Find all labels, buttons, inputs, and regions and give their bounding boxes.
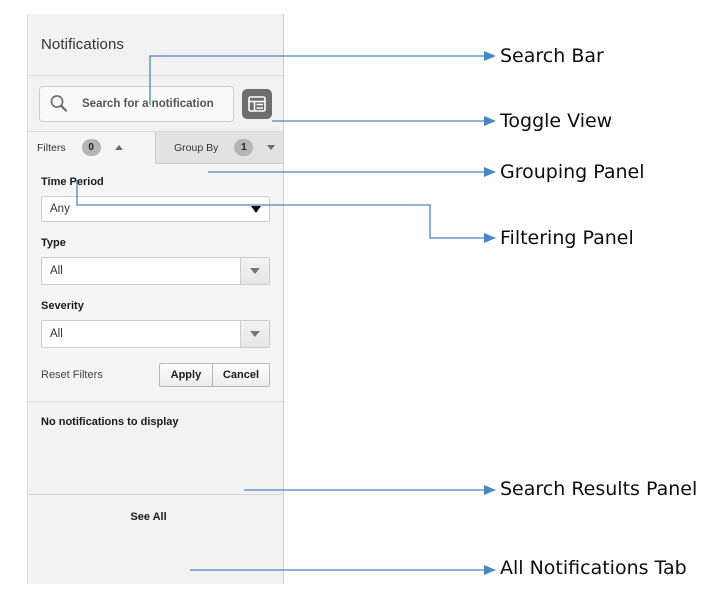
chevron-down-icon (250, 331, 260, 337)
page-title: Notifications (41, 36, 125, 53)
apply-button[interactable]: Apply (158, 363, 212, 387)
chevron-up-icon (114, 145, 123, 150)
search-icon (48, 93, 70, 115)
chevron-down-icon (250, 268, 260, 274)
reset-filters-link[interactable]: Reset Filters (41, 369, 103, 381)
search-bar: Search for a notification (28, 76, 283, 132)
severity-select[interactable]: All (41, 320, 270, 348)
search-results-panel: No notifications to display (28, 401, 283, 494)
time-period-value: Any (50, 203, 70, 215)
severity-select-arrow-button[interactable] (240, 321, 269, 347)
all-notifications-tab[interactable]: See All (28, 494, 283, 538)
annotation-search-bar: Search Bar (500, 45, 604, 67)
tab-filters-badge: 0 (81, 139, 101, 156)
type-select[interactable]: All (41, 257, 270, 285)
tab-filters-label: Filters (37, 141, 66, 154)
severity-value: All (50, 328, 63, 340)
chevron-down-icon (267, 145, 276, 150)
time-period-select[interactable]: Any (41, 196, 270, 222)
list-view-toggle-icon[interactable] (242, 88, 272, 119)
chevron-down-icon (251, 205, 261, 213)
annotation-grouping-panel: Grouping Panel (500, 161, 645, 183)
filter-actions: Reset Filters Apply Cancel (41, 363, 270, 401)
type-label: Type (41, 237, 66, 249)
annotation-search-results: Search Results Panel (500, 478, 698, 500)
search-input[interactable]: Search for a notification (39, 85, 234, 122)
cancel-button[interactable]: Cancel (211, 363, 270, 387)
annotation-toggle-view: Toggle View (500, 110, 613, 132)
filtering-panel: Time Period Any Type All Severity All (28, 164, 283, 401)
tab-group-by[interactable]: Group By 1 (156, 132, 283, 163)
type-value: All (50, 265, 63, 277)
annotation-filtering-panel: Filtering Panel (500, 227, 634, 249)
no-results-text: No notifications to display (41, 416, 179, 428)
see-all-label: See All (130, 510, 167, 523)
search-placeholder: Search for a notification (82, 97, 214, 110)
time-period-label: Time Period (41, 176, 104, 188)
notifications-widget: Notifications Search for a notification (27, 14, 284, 584)
filter-button-group: Apply Cancel (158, 363, 270, 387)
tab-filters[interactable]: Filters 0 (28, 132, 156, 164)
type-select-arrow-button[interactable] (240, 258, 269, 284)
tab-group-by-badge: 1 (234, 139, 254, 156)
annotation-all-notifications: All Notifications Tab (500, 557, 687, 579)
tab-group-by-label: Group By (174, 141, 219, 154)
widget-header: Notifications (28, 14, 283, 76)
widget-tabs: Filters 0 Group By 1 (28, 132, 283, 164)
severity-label: Severity (41, 300, 84, 312)
